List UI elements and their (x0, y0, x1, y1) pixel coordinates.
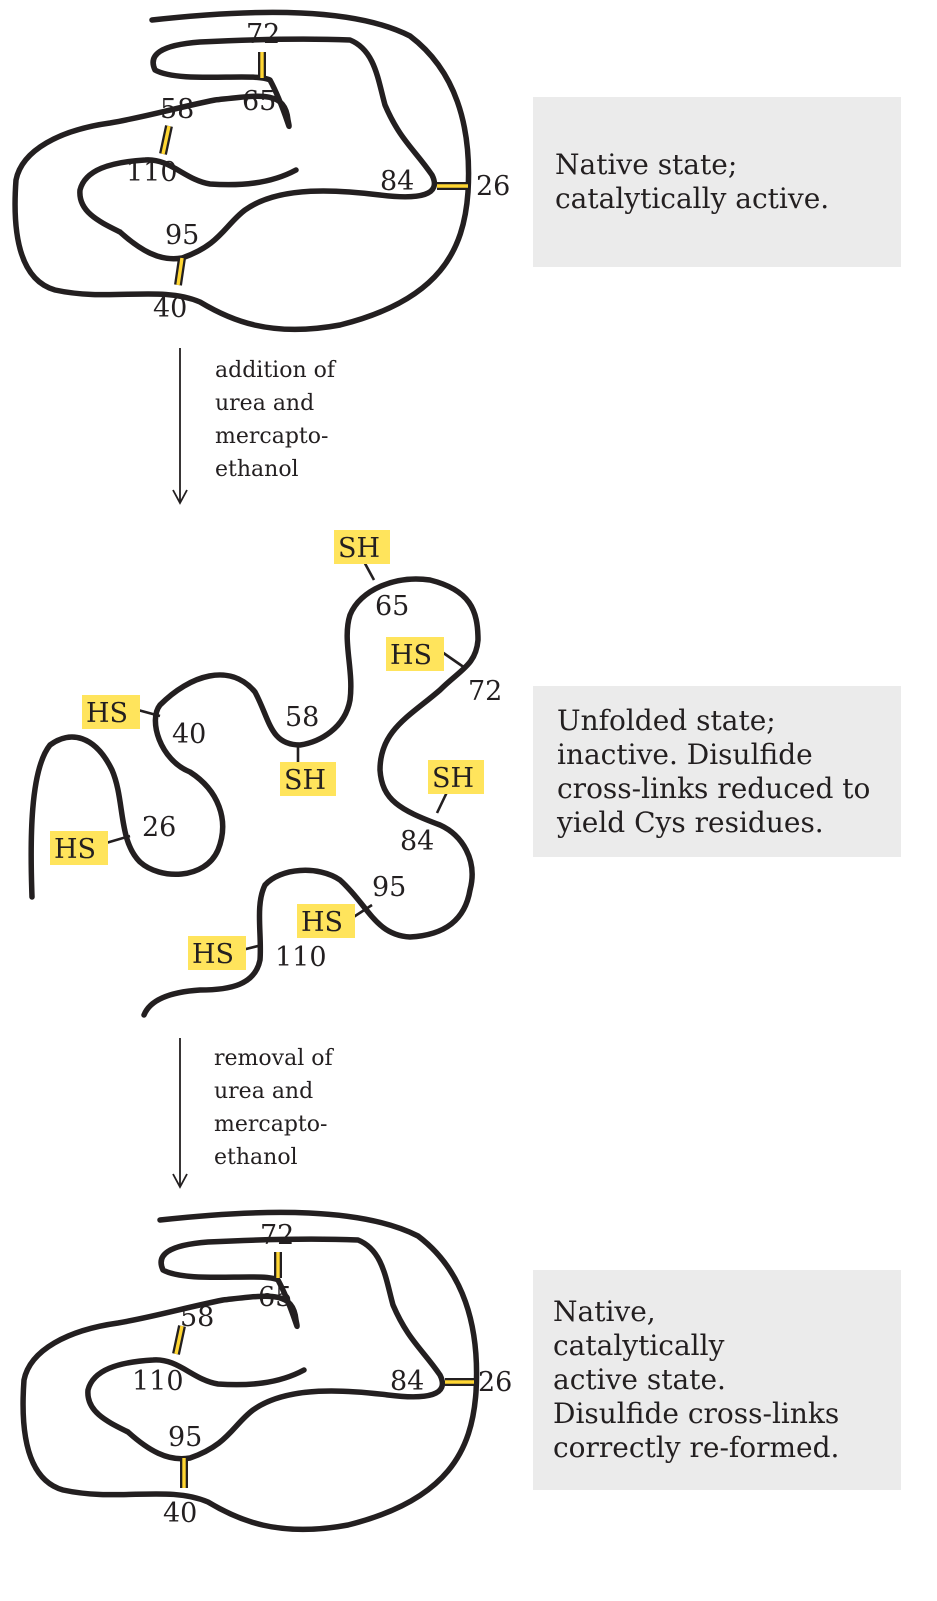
caption-line: catalytically (553, 1329, 725, 1362)
native-state-structure: 72 65 58 110 84 26 95 40 (12, 9, 510, 333)
native-state-caption: Native state; catalytically active. (533, 97, 901, 267)
residue-label: 72 (246, 19, 280, 50)
step-text-line: urea and (214, 1079, 313, 1104)
residue-label: 110 (132, 1366, 184, 1397)
refolded-polypeptide-chain (20, 1209, 480, 1533)
step-text-line: ethanol (214, 1145, 298, 1170)
step-text-line: addition of (215, 358, 337, 383)
residue-label: 72 (260, 1220, 294, 1251)
residue-label: 58 (180, 1302, 214, 1333)
thiol-highlight (50, 831, 108, 865)
thiol-bond-72 (441, 650, 466, 670)
residue-label: 26 (142, 812, 176, 843)
caption-line: yield Cys residues. (557, 805, 824, 839)
residue-label: 95 (168, 1422, 202, 1453)
refolded-state-caption: Native, catalytically active state. Disu… (533, 1270, 901, 1490)
thiol-label: HS (301, 907, 343, 938)
thiol-highlight (188, 936, 246, 970)
caption-line: Native, (553, 1295, 656, 1328)
residue-label: 40 (163, 1498, 197, 1529)
unfolded-state-structure: SH HS HS SH SH HS HS HS 65 72 58 40 26 8… (28, 530, 502, 1018)
arrowhead-icon (172, 489, 188, 505)
thiol-label: HS (54, 834, 96, 865)
residue-label: 84 (400, 826, 434, 857)
caption-line: catalytically active. (555, 182, 830, 215)
renaturation-step: removal of urea and mercapto- ethanol (172, 1038, 334, 1189)
residue-label: 58 (160, 94, 194, 125)
caption-line: Disulfide cross-links (553, 1397, 840, 1430)
residue-label: 58 (285, 702, 319, 733)
residue-label: 84 (390, 1366, 424, 1397)
thiol-highlight (280, 762, 336, 796)
step-text-line: urea and (215, 391, 314, 416)
thiol-bond-26 (105, 834, 131, 845)
thiol-highlight (334, 530, 390, 564)
caption-line: inactive. Disulfide (557, 737, 813, 771)
thiol-highlight (82, 695, 140, 729)
thiol-highlight (297, 904, 355, 938)
residue-label: 26 (478, 1367, 512, 1398)
thiol-highlight (428, 760, 484, 794)
thiol-highlight (386, 637, 444, 671)
caption-line: correctly re-formed. (553, 1431, 840, 1464)
refolded-state-structure: 72 65 58 110 84 26 95 40 (20, 1209, 512, 1533)
step-text-line: ethanol (215, 457, 299, 482)
caption-line: cross-links reduced to (557, 771, 871, 805)
unfolded-polypeptide-chain (28, 576, 481, 1018)
thiol-label: SH (284, 765, 326, 796)
residue-label: 110 (275, 942, 327, 973)
caption-line: Unfolded state; (557, 703, 776, 737)
thiol-label: SH (338, 533, 380, 564)
residue-label: 65 (375, 591, 409, 622)
thiol-label: HS (86, 698, 128, 729)
arrowhead-icon (172, 1173, 188, 1189)
residue-label: 40 (153, 293, 187, 324)
native-polypeptide-chain (12, 9, 472, 333)
residue-label: 95 (165, 220, 199, 251)
residue-label: 72 (468, 676, 502, 707)
unfolded-state-caption: Unfolded state; inactive. Disulfide cros… (533, 686, 901, 857)
thiol-label: HS (390, 640, 432, 671)
step-text-line: mercapto- (214, 1112, 327, 1137)
thiol-label: SH (432, 763, 474, 794)
step-text-line: mercapto- (215, 424, 328, 449)
residue-label: 84 (380, 166, 414, 197)
residue-label: 65 (258, 1282, 292, 1313)
caption-line: active state. (553, 1363, 726, 1396)
residue-label: 95 (372, 872, 406, 903)
step-text-line: removal of (214, 1046, 334, 1071)
residue-label: 26 (476, 171, 510, 202)
thiol-bond-40 (137, 708, 161, 718)
thiol-bond-95 (351, 903, 373, 920)
residue-label: 65 (242, 86, 276, 117)
denaturation-step: addition of urea and mercapto- ethanol (172, 348, 337, 505)
residue-label: 40 (172, 719, 206, 750)
residue-label: 110 (126, 157, 178, 188)
caption-line: Native state; (555, 148, 738, 181)
thiol-label: HS (192, 939, 234, 970)
